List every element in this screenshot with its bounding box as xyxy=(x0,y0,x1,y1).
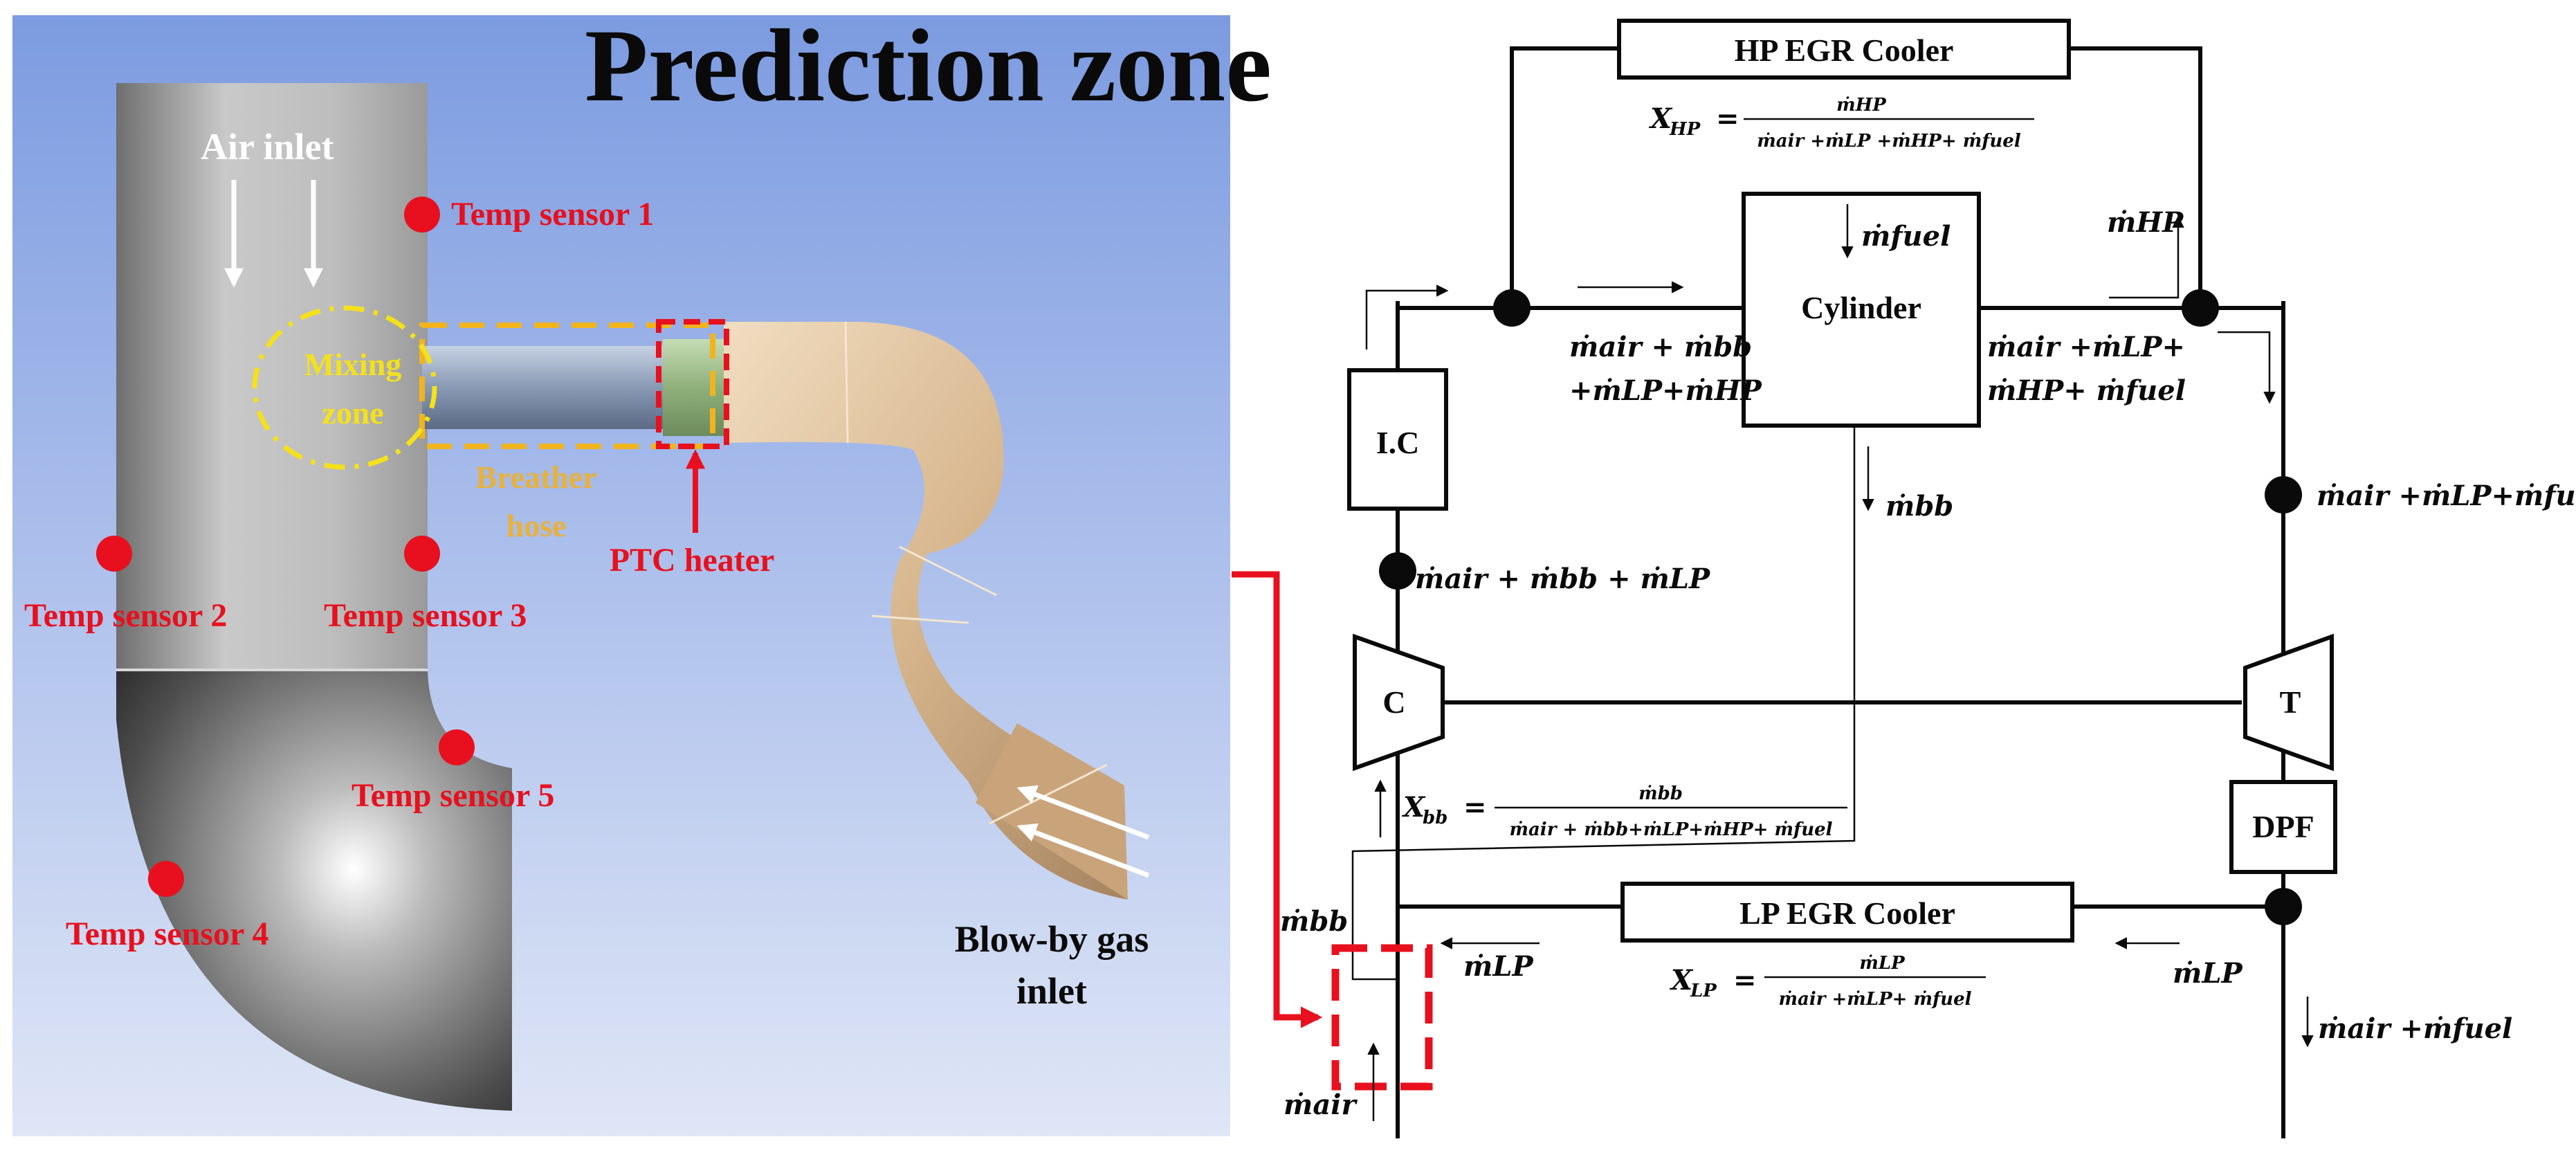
temp-sensor-2-dot xyxy=(96,536,132,572)
blowby-inlet-label-1: Blow-by gas xyxy=(955,918,1149,960)
junction-dot xyxy=(1493,289,1531,327)
x-lp-symbol: X xyxy=(1669,964,1694,997)
temp-sensor-3-dot xyxy=(404,536,440,572)
compressor-box xyxy=(1353,633,1445,772)
mixing-zone-label-2: zone xyxy=(322,395,383,430)
x-lp-denominator: ṁair +ṁLP+ ṁfuel xyxy=(1779,989,1972,1010)
hp-egr-cooler-label: HP EGR Cooler xyxy=(1735,33,1954,68)
prediction-zone-marker xyxy=(1331,944,1433,1091)
cylinder-label: Cylinder xyxy=(1801,290,1921,325)
temp-sensor-5-dot xyxy=(439,729,475,765)
junction-dot xyxy=(2182,289,2219,327)
mixing-zone-label-1: Mixing xyxy=(304,347,402,382)
flow-exhaust-label: ṁair +ṁfuel xyxy=(2318,1012,2512,1045)
cfd-panel: Prediction zone Air inlet Mixing zone Br… xyxy=(12,8,1272,1136)
x-bb-equation: X bb = ṁbb ṁair + ṁbb+ṁLP+ṁHP+ ṁfuel xyxy=(1401,783,1847,840)
pipe-seam xyxy=(871,615,969,624)
flow-arrow xyxy=(2109,215,2184,299)
x-hp-numerator: ṁHP xyxy=(1836,95,1887,116)
temp-sensor-1-dot xyxy=(404,197,440,233)
blowby-arrow xyxy=(1016,785,1150,840)
zone-connector-arrow xyxy=(1232,571,1323,1028)
flow-arrow xyxy=(2218,331,2276,404)
engine-schematic: HP EGR Cooler Cylinder I.C C T DPF LP EG… xyxy=(1280,19,2576,1138)
flow-hp-label: ṁHP xyxy=(2107,206,2184,239)
x-hp-equation: X HP = ṁHP ṁair +ṁLP +ṁHP+ ṁfuel xyxy=(1648,95,2034,152)
junction-dot xyxy=(2265,888,2302,925)
x-lp-numerator: ṁLP xyxy=(1859,953,1906,974)
panel-title: Prediction zone xyxy=(585,8,1272,123)
junction-dot xyxy=(2265,476,2302,513)
intake-elbow xyxy=(116,671,512,1111)
x-hp-symbol: X xyxy=(1648,102,1673,135)
intercooler-label: I.C xyxy=(1376,425,1420,460)
junction-dot xyxy=(1379,552,1416,590)
pipe-seam xyxy=(989,763,1108,825)
temp-sensor-1-label: Temp sensor 1 xyxy=(451,196,654,233)
turbine-box xyxy=(2243,633,2334,772)
flow-cylinder-in-label-2: +ṁLP+ṁHP xyxy=(1569,374,1763,407)
dpf-box xyxy=(2229,780,2337,874)
flow-blowby-label: ṁbb xyxy=(1885,490,1953,522)
blowby-inlet-label-2: inlet xyxy=(1016,970,1087,1012)
equals-sign: = xyxy=(1733,964,1757,997)
breather-hose-label-1: Breather xyxy=(475,460,596,495)
lp-egr-cooler-box xyxy=(1620,882,2074,943)
x-bb-numerator: ṁbb xyxy=(1638,783,1683,804)
equals-sign: = xyxy=(1716,102,1739,135)
x-bb-symbol: X xyxy=(1401,791,1426,824)
x-bb-subscript: bb xyxy=(1423,808,1447,828)
temp-sensor-4-dot xyxy=(148,861,184,897)
ptc-heater-outline xyxy=(656,319,729,449)
x-lp-equation: X LP = ṁLP ṁair +ṁLP+ ṁfuel xyxy=(1669,953,1986,1010)
x-hp-denominator: ṁair +ṁLP +ṁHP+ ṁfuel xyxy=(1757,131,2021,152)
temp-sensor-4-label: Temp sensor 4 xyxy=(66,916,268,952)
temp-sensor-2-label: Temp sensor 2 xyxy=(24,597,227,634)
equals-sign: = xyxy=(1463,791,1487,824)
hp-egr-left-line xyxy=(1510,46,1619,308)
flow-arrow xyxy=(1365,284,1449,349)
flow-fuel-label: ṁfuel xyxy=(1861,220,1951,253)
ptc-heater-label: PTC heater xyxy=(610,542,775,579)
flow-turbine-in-label: ṁair +ṁLP+ṁfuel xyxy=(2317,480,2576,512)
blowby-arrow xyxy=(1016,823,1150,878)
breather-hose-body xyxy=(422,346,664,429)
pipe-seam xyxy=(844,321,849,444)
intercooler-box xyxy=(1347,368,1448,511)
lp-egr-cooler-label: LP EGR Cooler xyxy=(1739,895,1955,931)
compressor-label: C xyxy=(1382,684,1405,720)
dpf-label: DPF xyxy=(2252,809,2314,844)
pipe-seam xyxy=(899,545,997,597)
air-inlet-label: Air inlet xyxy=(201,126,334,167)
breather-hose-outline xyxy=(419,322,715,449)
flow-lp-left-label: ṁLP xyxy=(1463,950,1534,983)
cylinder-box xyxy=(1742,192,1981,428)
mixing-zone-outline xyxy=(252,305,437,470)
flow-cylinder-out-label-1: ṁair +ṁLP+ xyxy=(1987,331,2185,363)
flow-cylinder-out-label-2: ṁHP+ ṁfuel xyxy=(1987,374,2186,407)
hp-egr-right-line xyxy=(2069,46,2202,308)
temp-sensor-3-label: Temp sensor 3 xyxy=(324,597,527,634)
intake-pipe xyxy=(116,83,428,671)
flow-ic-out-label: ṁair + ṁbb + ṁLP xyxy=(1415,563,1711,595)
flow-air-label: ṁair xyxy=(1284,1089,1358,1121)
hp-egr-cooler-box xyxy=(1617,19,2071,80)
blowby-line xyxy=(1351,426,1856,981)
temp-sensor-5-label: Temp sensor 5 xyxy=(351,777,554,814)
flow-blowby-left-label: ṁbb xyxy=(1280,905,1348,938)
breather-hose-label-2: hose xyxy=(506,508,567,543)
x-hp-subscript: HP xyxy=(1669,119,1701,140)
x-bb-denominator: ṁair + ṁbb+ṁLP+ṁHP+ ṁfuel xyxy=(1509,819,1832,840)
flow-lp-right-label: ṁLP xyxy=(2173,957,2243,990)
turbine-label: T xyxy=(2280,684,2301,720)
flow-cylinder-in-label-1: ṁair + ṁbb xyxy=(1569,331,1752,363)
x-lp-subscript: LP xyxy=(1690,981,1717,1001)
